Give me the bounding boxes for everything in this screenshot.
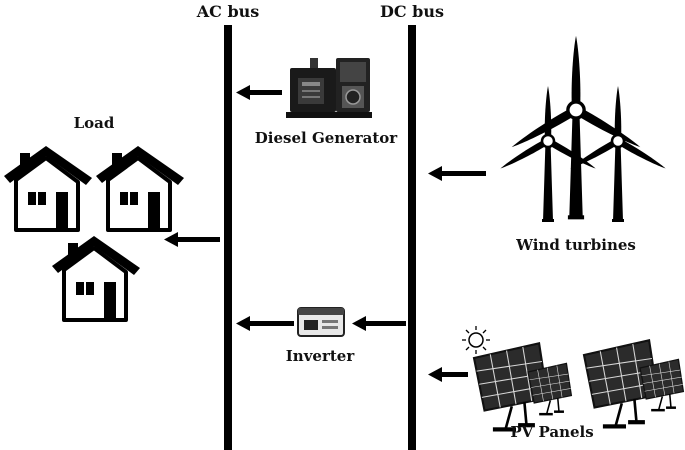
solar-panel-icon xyxy=(527,362,573,417)
diesel-generator-label: Diesel Generator xyxy=(255,129,399,147)
house-icon xyxy=(50,234,142,322)
dc-bus-label: DC bus xyxy=(380,2,444,21)
arrow-wind-to-dc xyxy=(428,166,486,181)
arrow-ac-to-load xyxy=(164,232,220,247)
wind-turbines-label: Wind turbines xyxy=(515,236,636,254)
ac-bus-label: AC bus xyxy=(196,2,260,21)
arrow-pv-to-dc xyxy=(428,367,468,382)
inverter-label: Inverter xyxy=(286,347,356,365)
house-icon xyxy=(2,144,94,232)
arrow-dc-to-inverter xyxy=(352,316,406,331)
wind-turbine-icon xyxy=(507,34,645,222)
load-label: Load xyxy=(74,114,115,132)
arrow-generator-to-ac xyxy=(236,85,282,100)
solar-panel-icon xyxy=(639,358,685,413)
diesel-generator-icon xyxy=(286,58,372,118)
sun-icon xyxy=(462,326,490,354)
inverter-icon xyxy=(297,307,345,337)
ac-bus-line xyxy=(224,25,232,450)
pv-panels-label: PV Panels xyxy=(510,423,593,441)
arrow-inverter-to-ac xyxy=(236,316,294,331)
dc-bus-line xyxy=(408,25,416,450)
house-icon xyxy=(94,144,186,232)
